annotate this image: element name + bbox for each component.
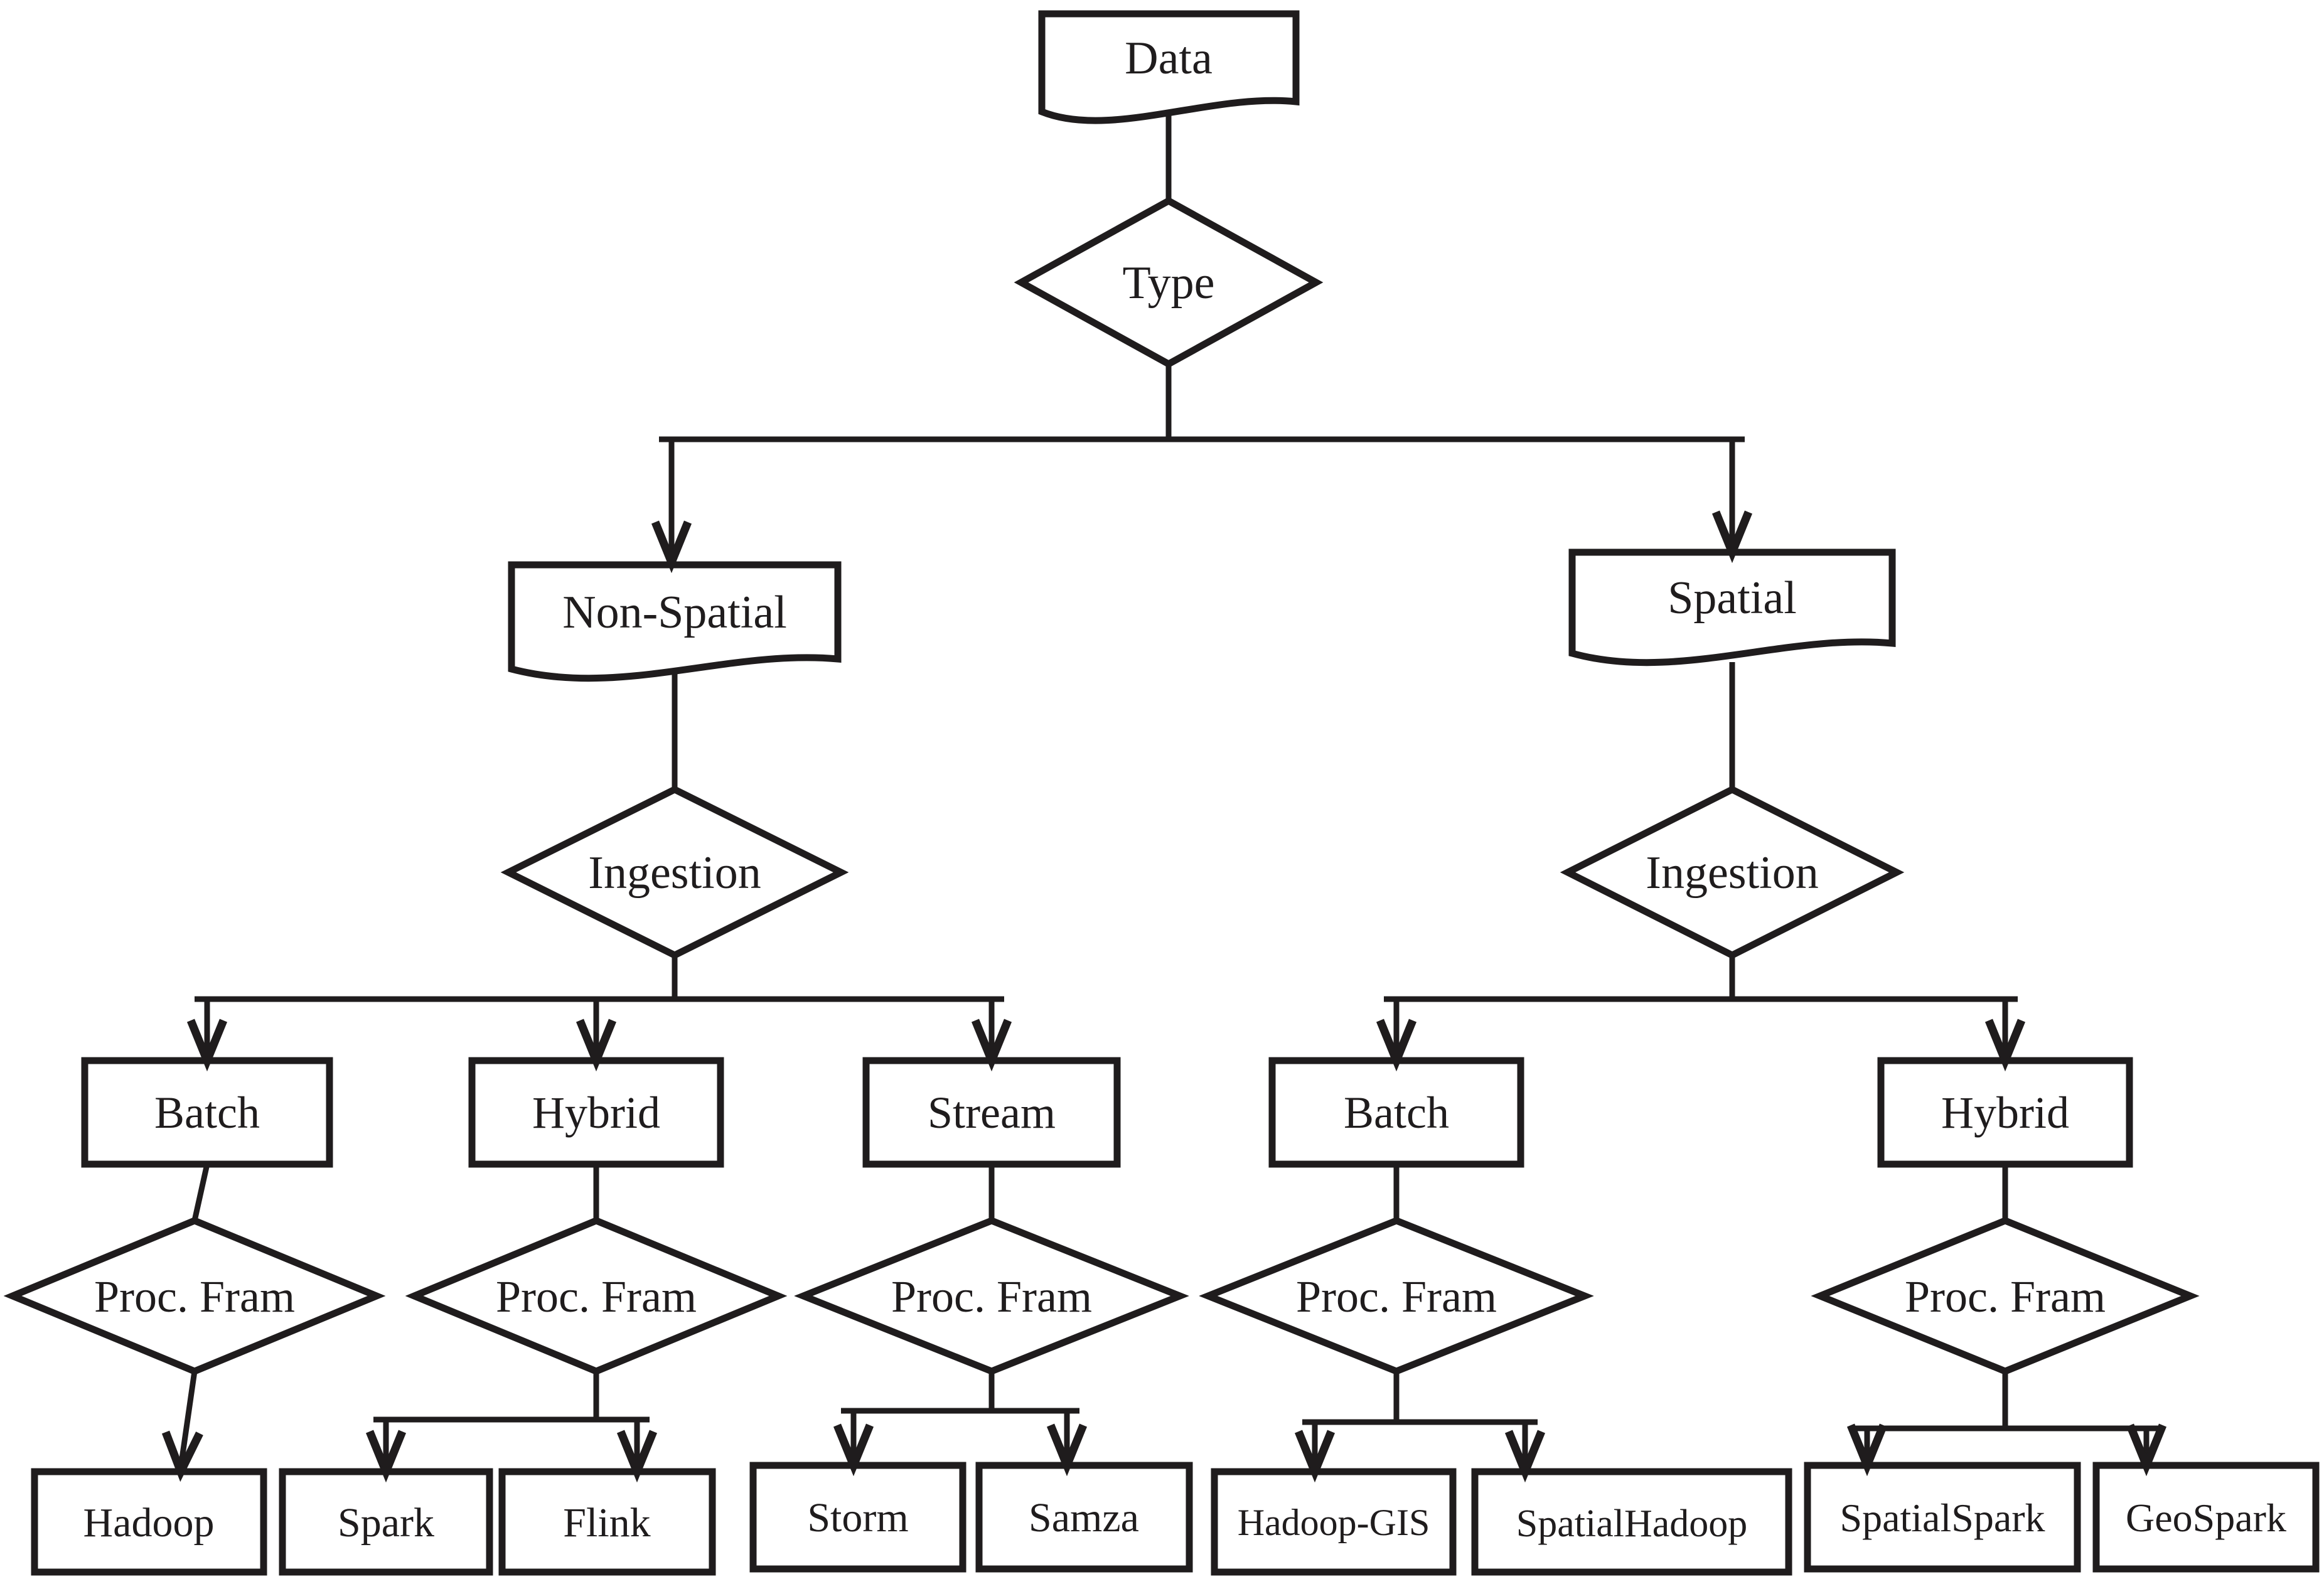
node-proc-fram-stream: Proc. Fram [794, 1217, 1189, 1375]
node-hadoop-gis-label: Hadoop-GIS [1238, 1502, 1430, 1543]
leaf-box [498, 1468, 716, 1576]
arrow-down-icon [2126, 1423, 2167, 1477]
node-ingestion-left-label: Ingestion [588, 847, 761, 899]
node-type-label: Type [1123, 257, 1215, 309]
node-spatialhadoop-label: SpatialHadoop [1516, 1502, 1748, 1545]
node-spatial-label: Spatial [1668, 572, 1797, 624]
node-hadoop: Hadoop [31, 1468, 267, 1576]
node-proc-fram-label: Proc. Fram [94, 1271, 295, 1322]
node-proc-fram-hybrid-right: Proc. Fram [1811, 1217, 2200, 1375]
node-batch-right: Batch [1268, 1057, 1524, 1168]
node-hybrid-right-label: Hybrid [1941, 1088, 2069, 1138]
leaf-box [1211, 1468, 1457, 1576]
process-box [1877, 1057, 2133, 1168]
node-ingestion-right-label: Ingestion [1646, 847, 1818, 899]
node-type: Type [1014, 196, 1324, 368]
arrowheads [161, 510, 2167, 1483]
arrow-down-icon [1504, 1430, 1546, 1483]
node-geospark-label: GeoSpark [2126, 1496, 2286, 1540]
arrow-down-icon [1046, 1423, 1088, 1477]
node-proc-fram-label: Proc. Fram [1296, 1271, 1497, 1322]
node-hybrid-left-label: Hybrid [532, 1088, 660, 1138]
node-samza: Samza [975, 1462, 1193, 1573]
document-shape [1038, 10, 1300, 124]
arrow-down-icon [1294, 1430, 1336, 1483]
arrow-down-icon [576, 1019, 617, 1072]
arrow-down-icon [1846, 1423, 1888, 1477]
node-batch-left-label: Batch [154, 1088, 260, 1138]
node-geospark: GeoSpark [2092, 1462, 2320, 1573]
arrow-down-icon [1984, 1019, 2026, 1072]
decision-diamond [405, 1217, 788, 1375]
process-box [468, 1057, 724, 1168]
node-storm: Storm [749, 1462, 967, 1573]
node-ingestion-right: Ingestion [1560, 785, 1905, 960]
decision-diamond [1560, 785, 1905, 960]
leaf-box [749, 1462, 967, 1573]
leaf-box [975, 1462, 1193, 1573]
node-hadoop-gis: Hadoop-GIS [1211, 1468, 1457, 1576]
node-samza-label: Samza [1029, 1495, 1139, 1541]
leaf-box [31, 1468, 267, 1576]
nodes: Data Type Non-Spatial Spatial Ingestion … [3, 10, 2320, 1576]
arrow-down-icon [186, 1019, 228, 1072]
node-proc-fram-label: Proc. Fram [1905, 1271, 2106, 1322]
node-batch-right-label: Batch [1344, 1088, 1449, 1138]
node-hybrid-right: Hybrid [1877, 1057, 2133, 1168]
connector-batchL-proc [191, 1164, 210, 1221]
node-spatial: Spatial [1568, 549, 1896, 666]
node-hadoop-label: Hadoop [83, 1500, 215, 1546]
node-flink-label: Flink [563, 1500, 650, 1546]
leaf-box [2092, 1462, 2320, 1573]
decision-diamond [3, 1217, 386, 1375]
process-box [1268, 1057, 1524, 1168]
node-flink: Flink [498, 1468, 716, 1576]
decision-diamond [1199, 1217, 1594, 1375]
arrow-down-icon [365, 1430, 407, 1483]
node-spatialhadoop: SpatialHadoop [1471, 1468, 1792, 1576]
node-ingestion-left: Ingestion [500, 785, 849, 960]
arrow-down-icon [1711, 510, 1753, 564]
node-storm-label: Storm [807, 1495, 908, 1541]
node-batch-left: Batch [81, 1057, 333, 1168]
arrow-down-icon [1376, 1019, 1417, 1072]
node-proc-fram-label: Proc. Fram [891, 1271, 1092, 1322]
document-shape [1568, 549, 1896, 666]
document-shape [508, 561, 842, 682]
node-data: Data [1038, 10, 1300, 124]
decision-diamond [794, 1217, 1189, 1375]
node-non-spatial: Non-Spatial [508, 561, 842, 682]
arrow-down-icon [161, 1430, 203, 1482]
arrow-down-icon [833, 1423, 874, 1477]
node-proc-fram-hybrid-left: Proc. Fram [405, 1217, 788, 1375]
node-stream: Stream [862, 1057, 1121, 1168]
node-hybrid-left: Hybrid [468, 1057, 724, 1168]
node-data-label: Data [1125, 33, 1213, 84]
node-proc-fram-batch-right: Proc. Fram [1199, 1217, 1594, 1375]
leaf-box [1804, 1462, 2081, 1573]
process-box [81, 1057, 333, 1168]
node-proc-fram-label: Proc. Fram [496, 1271, 697, 1322]
arrow-down-icon [971, 1019, 1012, 1072]
arrow-down-icon [616, 1430, 658, 1483]
node-non-spatial-label: Non-Spatial [562, 587, 787, 638]
node-spark: Spark [279, 1468, 493, 1576]
arrow-shaft-hadoop [178, 1371, 198, 1468]
decision-diamond [1811, 1217, 2200, 1375]
arrow-down-icon [651, 520, 692, 574]
node-spatialspark-label: SpatialSpark [1839, 1496, 2045, 1540]
node-spark-label: Spark [338, 1500, 434, 1546]
node-proc-fram-batch-left: Proc. Fram [3, 1217, 386, 1375]
decision-diamond [500, 785, 849, 960]
node-stream-label: Stream [928, 1088, 1056, 1138]
process-box [862, 1057, 1121, 1168]
node-spatialspark: SpatialSpark [1804, 1462, 2081, 1573]
leaf-box [279, 1468, 493, 1576]
leaf-box [1471, 1468, 1792, 1576]
decision-diamond [1014, 196, 1324, 368]
